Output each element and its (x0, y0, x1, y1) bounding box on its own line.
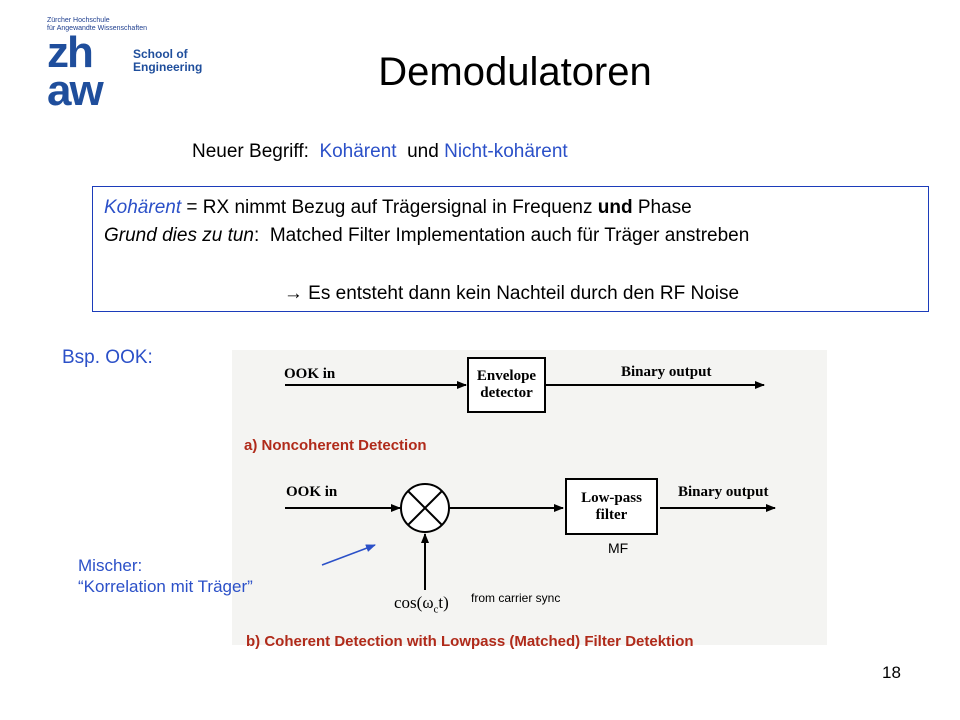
logo-school-line2: Engineering (133, 60, 203, 74)
carrier-formula-sub: c (433, 603, 439, 616)
example-label: Bsp. OOK: (62, 347, 153, 368)
definition-text: = RX nimmt Bezug auf Trägersignal in Fre… (181, 197, 598, 218)
definition-line-2: Grund dies zu tun: Matched Filter Implem… (104, 225, 749, 247)
term-prefix: Neuer Begriff: (192, 141, 320, 162)
binary-output-label-b: Binary output (678, 484, 769, 500)
conclusion-text: Es entsteht dann kein Nachteil durch den… (302, 283, 740, 304)
ook-in-label-a: OOK in (284, 366, 336, 382)
arrow-icon: → (283, 283, 303, 304)
mischer-annotation: Mischer: “Korrelation mit Träger” (78, 555, 253, 597)
definition-box: Kohärent = RX nimmt Bezug auf Trägersign… (92, 186, 929, 312)
page-title: Demodulatoren (378, 50, 652, 94)
logo: zh aw (45, 30, 130, 115)
logo-mark-top: zh (47, 28, 94, 77)
carrier-formula-main: cos(ω (394, 593, 434, 612)
coherent-caption: b) Coherent Detection with Lowpass (Matc… (246, 633, 694, 650)
term-middle: und (396, 141, 445, 162)
binary-output-label-a: Binary output (621, 364, 712, 380)
reason-text: : Matched Filter Implementation auch für… (253, 225, 750, 246)
carrier-sync-note: from carrier sync (471, 591, 561, 605)
term-coherent: Kohärent (319, 141, 397, 162)
reason-term: Grund dies zu tun (104, 225, 254, 246)
carrier-formula-end: t) (438, 593, 449, 612)
definition-line-1: Kohärent = RX nimmt Bezug auf Trägersign… (104, 197, 692, 219)
definition-term: Kohärent (104, 197, 182, 218)
mf-label: MF (608, 540, 629, 556)
lowpass-filter-label-1: Low-pass (581, 489, 642, 506)
envelope-detector-box: Envelope detector (467, 357, 546, 413)
carrier-formula: cos(ωct) (394, 593, 449, 615)
envelope-detector-label-2: detector (480, 385, 533, 401)
mischer-arrow (321, 544, 376, 566)
ook-in-label-b: OOK in (286, 484, 338, 500)
mixer-cross-2 (407, 490, 443, 526)
lowpass-filter-box: Low-pass filter (565, 478, 658, 535)
noncoherent-caption: a) Noncoherent Detection (244, 437, 427, 454)
lowpass-filter-label-2: filter (595, 506, 628, 523)
mischer-line-1: Mischer: (78, 556, 143, 575)
definition-line-3: → Es entsteht dann kein Nachteil durch d… (93, 283, 930, 305)
logo-institution-line2: für Angewandte Wissenschaften (47, 25, 148, 32)
term-noncoherent: Nicht-kohärent (444, 141, 568, 162)
logo-institution-line1: Zürcher Hochschule (47, 17, 110, 24)
new-term-line: Neuer Begriff: Kohärent und Nicht-kohäre… (192, 141, 568, 163)
logo-mark-bottom: aw (47, 66, 104, 115)
envelope-detector-label-1: Envelope (476, 368, 537, 384)
definition-end: Phase (632, 197, 692, 218)
logo-school-text: School of Engineering (133, 48, 202, 74)
logo-institution-text: Zürcher Hochschule für Angewandte Wissen… (47, 17, 147, 33)
mischer-line-2: “Korrelation mit Träger” (78, 577, 253, 596)
page-number: 18 (882, 663, 901, 682)
definition-bold: und (597, 197, 633, 218)
logo-school-line1: School of (133, 47, 188, 61)
